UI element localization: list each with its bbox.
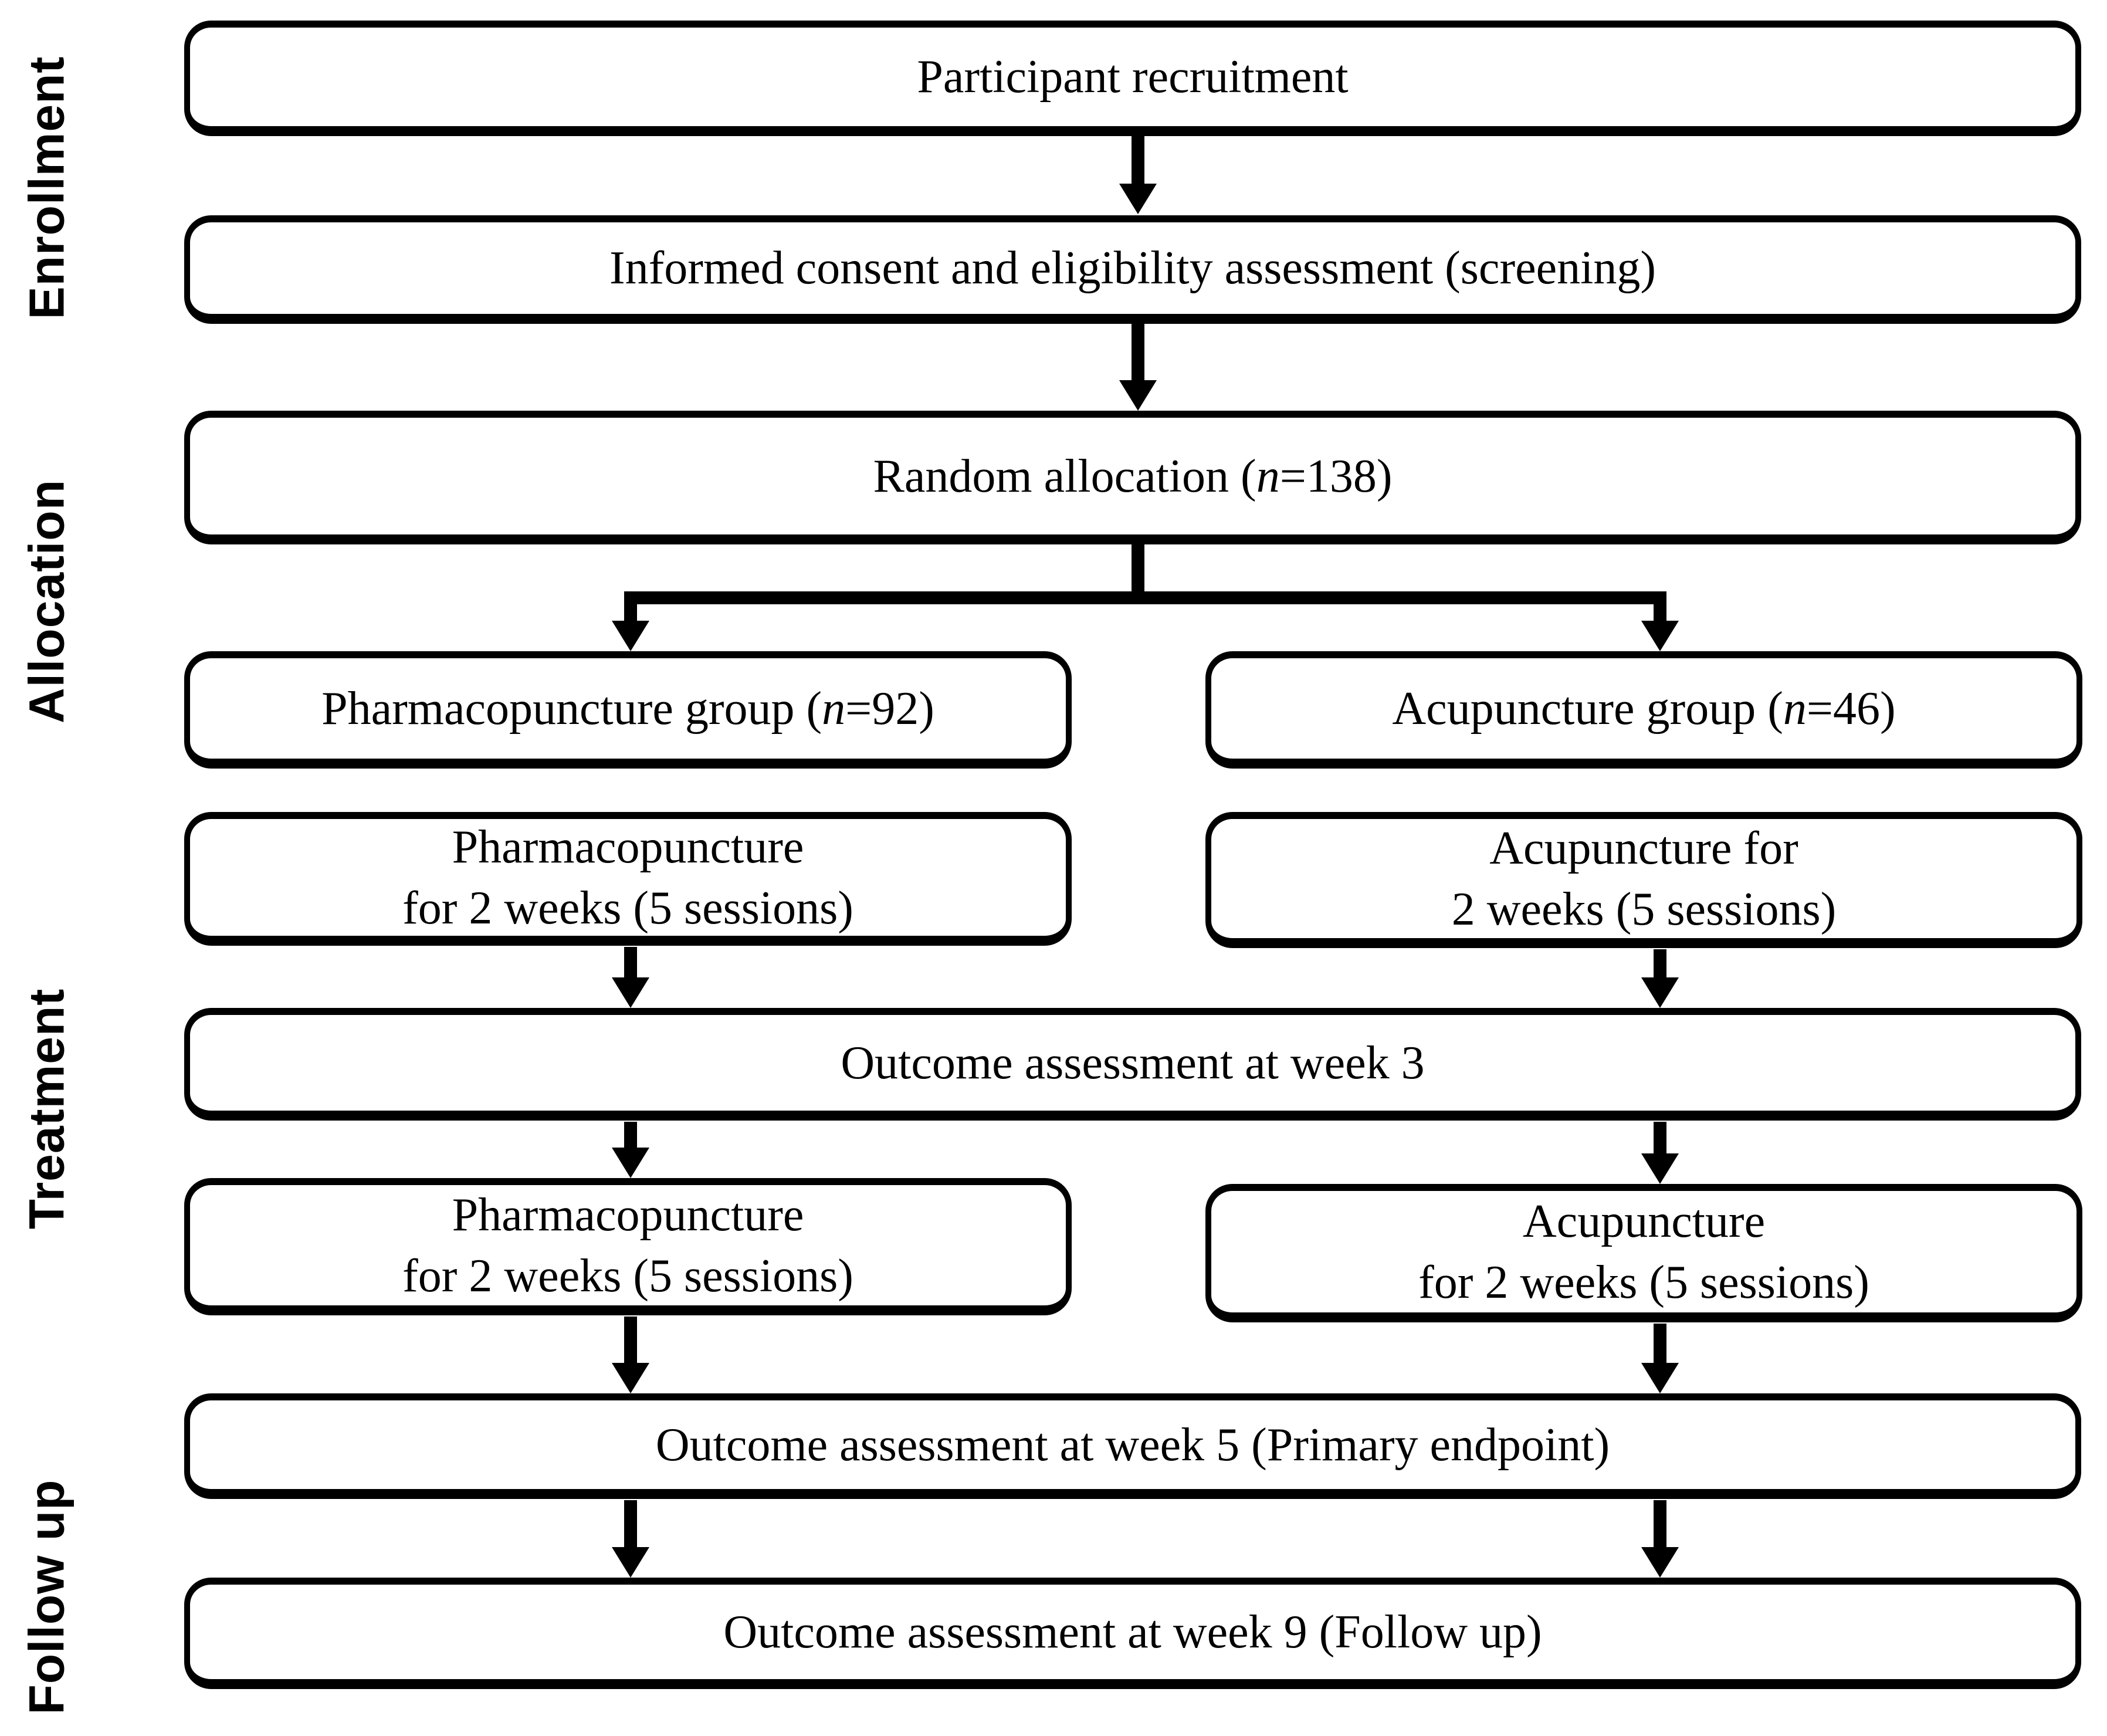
pharmacopuncture-treatment-2-box: Pharmacopuncture for 2 weeks (5 sessions… [184, 1178, 1072, 1315]
arrow-head [612, 1363, 649, 1393]
arrow-head [612, 977, 649, 1008]
arrow-head [1641, 1547, 1679, 1578]
arrow-shaft [1654, 1500, 1666, 1551]
flow-arrow-icon [1641, 949, 1679, 1008]
arrow-head [1641, 621, 1679, 651]
arrow-shaft [1132, 324, 1144, 384]
box-label: Pharmacopuncture group (n=92) [321, 678, 934, 739]
arrow-shaft [1654, 1324, 1666, 1366]
flow-arrow-icon [1641, 1122, 1679, 1184]
arrow-shaft [624, 947, 637, 981]
arrow-shaft [1132, 136, 1144, 187]
arrow-head [1641, 1363, 1679, 1393]
stage-label-follow-up: Follow up [19, 1479, 74, 1715]
flow-arrow-icon [612, 1500, 649, 1578]
pharmacopuncture-group-box: Pharmacopuncture group (n=92) [184, 651, 1072, 769]
acupuncture-group-box: Acupuncture group (n=46) [1205, 651, 2082, 769]
arrow-shaft [1654, 603, 1666, 624]
arrow-shaft [1654, 1122, 1666, 1157]
flow-arrow-icon [612, 947, 649, 1008]
acupuncture-treatment-2-box: Acupuncture for 2 weeks (5 sessions) [1205, 1184, 2082, 1322]
flow-arrow-icon [1641, 1324, 1679, 1393]
arrow-head [1119, 380, 1157, 411]
flow-arrow-icon [612, 1122, 649, 1178]
split-connector-bar [624, 591, 1666, 604]
box-label: Acupuncture group (n=46) [1392, 678, 1895, 739]
arrow-shaft [1654, 949, 1666, 981]
flow-arrow-icon [1119, 136, 1157, 214]
arrow-head [612, 1148, 649, 1178]
flow-arrow-icon [612, 603, 649, 651]
stage-label-treatment: Treatment [19, 988, 74, 1230]
box-label: Random allocation (n=138) [873, 446, 1393, 507]
arrow-head [1119, 184, 1157, 214]
label-suffix: =46) [1806, 682, 1896, 735]
n-variable: n [1783, 682, 1807, 735]
arrow-shaft [624, 1122, 637, 1151]
pharmacopuncture-treatment-1-box: Pharmacopuncture for 2 weeks (5 sessions… [184, 812, 1072, 946]
label-prefix: Pharmacopuncture group ( [321, 682, 822, 735]
stage-label-allocation: Allocation [19, 479, 74, 724]
arrow-head [612, 621, 649, 651]
label-prefix: Random allocation ( [873, 450, 1256, 502]
split-connector-stem [1132, 544, 1144, 603]
flow-arrow-icon [1119, 324, 1157, 411]
screening-box: Informed consent and eligibility assessm… [184, 215, 2081, 324]
arrow-shaft [624, 1317, 637, 1366]
flow-arrow-icon [1641, 603, 1679, 651]
n-variable: n [1256, 450, 1280, 502]
stage-label-enrollment: Enrollment [19, 56, 74, 320]
arrow-head [612, 1547, 649, 1578]
label-suffix: =92) [845, 682, 934, 735]
label-prefix: Acupuncture group ( [1392, 682, 1783, 735]
participant-recruitment-box: Participant recruitment [184, 21, 2081, 136]
n-variable: n [822, 682, 846, 735]
arrow-head [1641, 977, 1679, 1008]
random-allocation-box: Random allocation (n=138) [184, 411, 2081, 544]
arrow-shaft [624, 1500, 637, 1551]
outcome-week5-box: Outcome assessment at week 5 (Primary en… [184, 1393, 2081, 1499]
arrow-shaft [624, 603, 637, 624]
outcome-week3-box: Outcome assessment at week 3 [184, 1008, 2081, 1121]
label-suffix: =138) [1279, 450, 1393, 502]
outcome-week9-box: Outcome assessment at week 9 (Follow up) [184, 1578, 2081, 1689]
acupuncture-treatment-1-box: Acupuncture for 2 weeks (5 sessions) [1205, 812, 2082, 948]
arrow-head [1641, 1153, 1679, 1184]
flow-arrow-icon [1641, 1500, 1679, 1578]
flow-arrow-icon [612, 1317, 649, 1393]
